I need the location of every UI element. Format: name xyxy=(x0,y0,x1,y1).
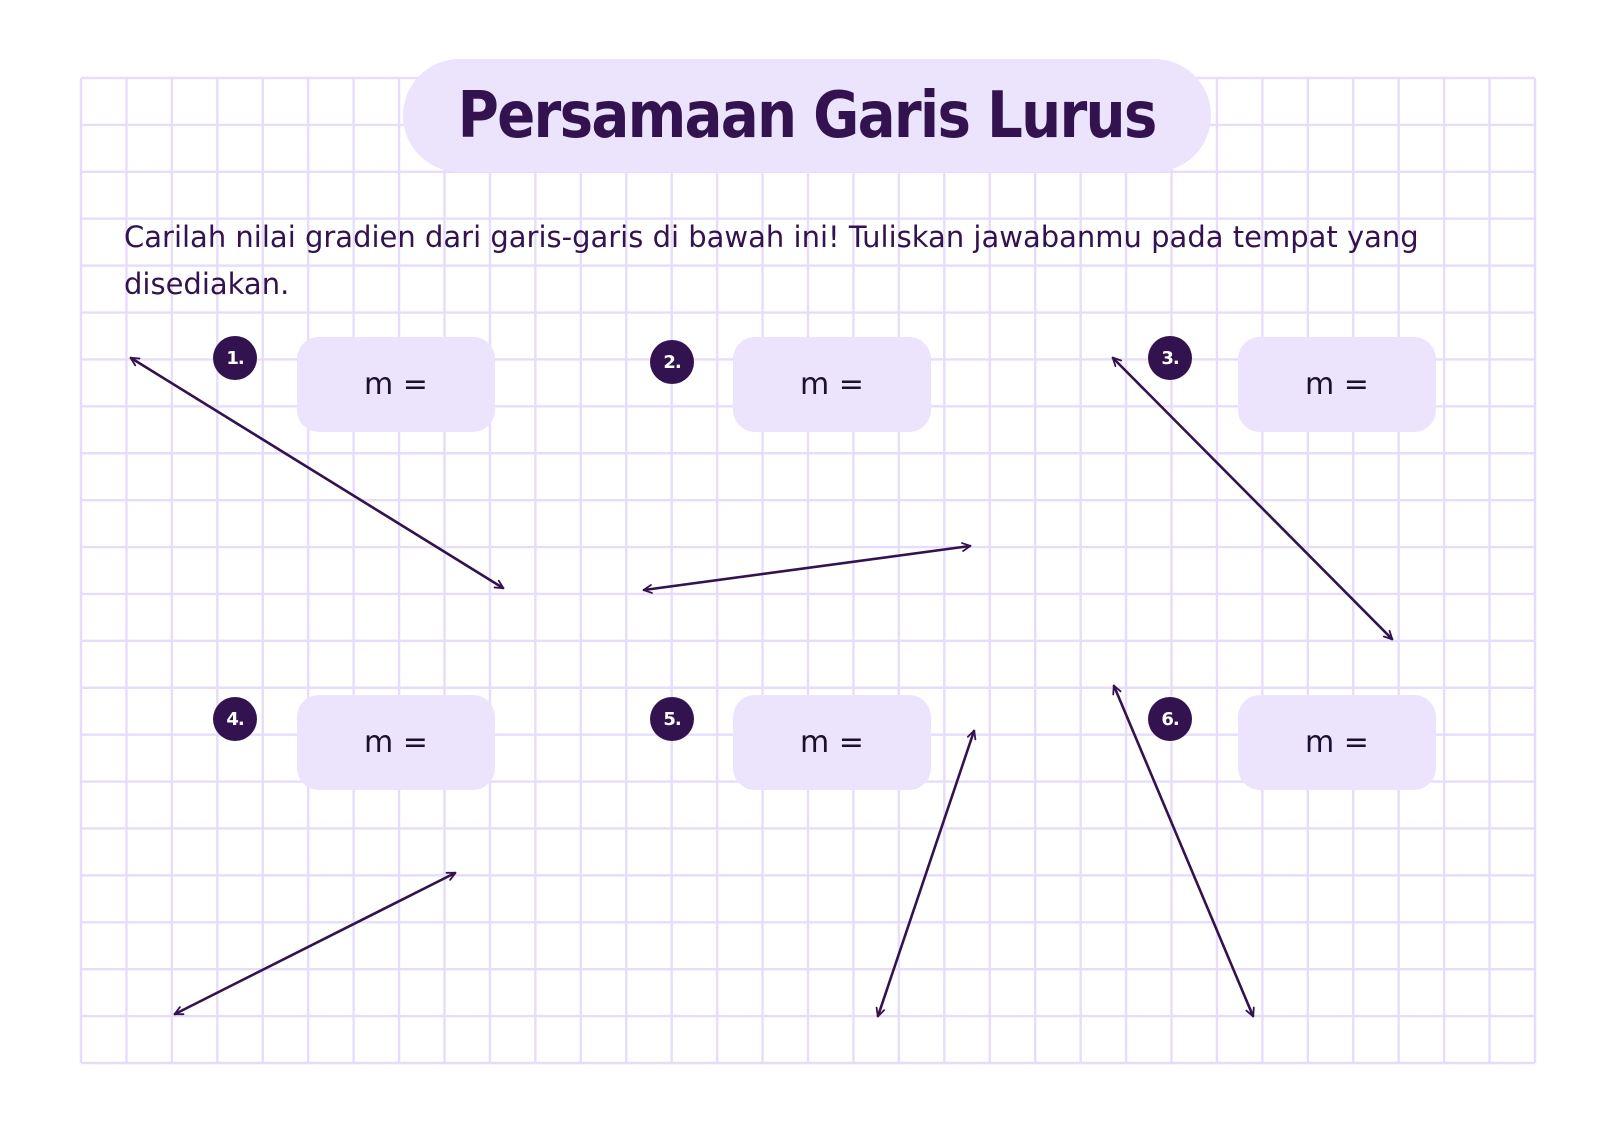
problem-number-badge: 2. xyxy=(650,340,694,384)
line-segment-6 xyxy=(1112,684,1255,1018)
line-segment-4 xyxy=(173,871,457,1016)
page-title: Persamaan Garis Lurus xyxy=(457,78,1158,153)
line-segment-5 xyxy=(875,729,977,1018)
line-arrows xyxy=(129,356,1394,1018)
problem-number-badge: 6. xyxy=(1148,697,1192,741)
instruction-text: Carilah nilai gradien dari garis-garis d… xyxy=(124,220,1419,301)
problem-number-badge: 1. xyxy=(213,336,257,380)
answer-box[interactable]: m = xyxy=(1238,337,1436,432)
line-segment-1 xyxy=(129,356,505,590)
answer-box[interactable]: m = xyxy=(733,337,931,432)
answer-box[interactable]: m = xyxy=(297,695,495,790)
problem-number-badge: 5. xyxy=(650,697,694,741)
answer-box[interactable]: m = xyxy=(297,337,495,432)
answer-box[interactable]: m = xyxy=(733,695,931,790)
line-segment-2 xyxy=(642,542,972,594)
line-segment-3 xyxy=(1111,356,1394,641)
problem-number-badge: 3. xyxy=(1148,336,1192,380)
problem-number-badge: 4. xyxy=(213,697,257,741)
grid-lines xyxy=(79,76,1537,1065)
answer-box[interactable]: m = xyxy=(1238,695,1436,790)
title-banner: Persamaan Garis Lurus xyxy=(403,59,1211,172)
